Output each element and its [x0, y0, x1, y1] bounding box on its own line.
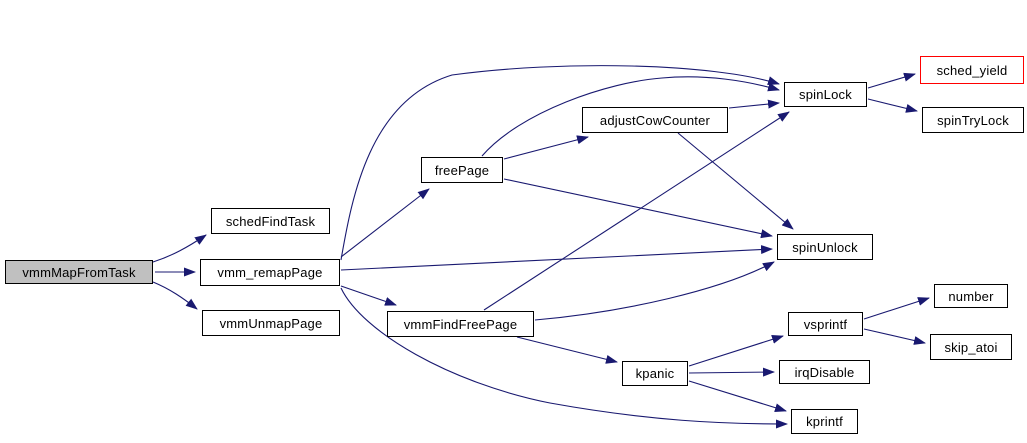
edge-vmmMapFromTask-to-schedFindTask [152, 234, 207, 263]
edge-freePage-to-spinLock [481, 76, 780, 157]
edge-vmmMapFromTask-to-vmmUnmapPage [152, 281, 198, 310]
node-schedFindTask[interactable]: schedFindTask [211, 208, 330, 234]
edge-adjustCowCounter-to-spinLock [728, 99, 780, 109]
edge-adjustCowCounter-to-spinUnlock [677, 132, 794, 230]
node-irqDisable[interactable]: irqDisable [779, 360, 870, 384]
node-vmmUnmapPage[interactable]: vmmUnmapPage [202, 310, 340, 336]
edge-vmmFindFreePage-to-spinLock [483, 111, 790, 311]
edge-vsprintf-to-number [863, 297, 930, 320]
node-adjustCowCounter[interactable]: adjustCowCounter [582, 107, 728, 133]
node-freePage[interactable]: freePage [421, 157, 503, 183]
edge-freePage-to-adjustCowCounter [503, 135, 589, 160]
edge-vmmFindFreePage-to-spinUnlock [534, 261, 775, 321]
edge-spinLock-to-spinTryLock [867, 98, 918, 113]
node-number[interactable]: number [934, 284, 1008, 308]
edge-kpanic-to-irqDisable [688, 367, 775, 377]
node-kprintf[interactable]: kprintf [791, 409, 858, 434]
edge-vmm_remapPage-to-kprintf [340, 287, 788, 429]
edge-kpanic-to-vsprintf [688, 335, 784, 367]
edge-kpanic-to-kprintf [688, 380, 787, 413]
node-spinLock[interactable]: spinLock [784, 82, 867, 107]
node-kpanic[interactable]: kpanic [622, 361, 688, 386]
edge-freePage-to-spinUnlock [503, 178, 773, 239]
node-vsprintf[interactable]: vsprintf [788, 312, 863, 336]
edge-vsprintf-to-skip_atoi [863, 328, 926, 345]
node-spinUnlock[interactable]: spinUnlock [777, 234, 873, 260]
edge-vmm_remapPage-to-vmmFindFreePage [340, 285, 397, 306]
node-vmmMapFromTask: vmmMapFromTask [5, 260, 153, 284]
node-vmmFindFreePage[interactable]: vmmFindFreePage [387, 311, 534, 337]
node-vmm_remapPage[interactable]: vmm_remapPage [200, 259, 340, 286]
edge-vmm_remapPage-to-spinUnlock [340, 245, 773, 271]
edge-group [152, 65, 930, 429]
edge-vmmFindFreePage-to-kpanic [516, 336, 618, 364]
node-spinTryLock[interactable]: spinTryLock [922, 107, 1024, 133]
edge-vmm_remapPage-to-freePage [340, 188, 430, 258]
edge-spinLock-to-sched_yield [867, 72, 916, 89]
edge-vmm_remapPage-to-spinLock [340, 65, 780, 261]
node-sched_yield[interactable]: sched_yield [920, 56, 1024, 84]
node-skip_atoi[interactable]: skip_atoi [930, 334, 1012, 360]
